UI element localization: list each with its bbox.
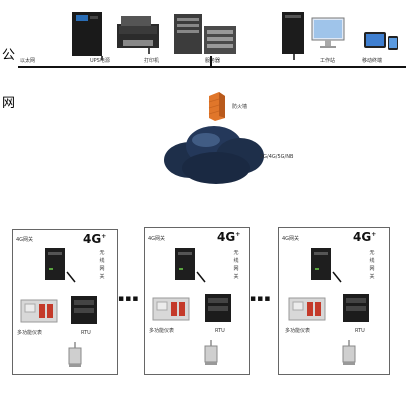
site1-4g-label: 4G+ xyxy=(83,232,107,246)
site2-meter-icon xyxy=(152,297,190,321)
site-box-2: 4G网关 4G+ 无 线 网 关 多功能仪表 RTU xyxy=(144,227,250,375)
site-box-1: 4G网关 4G+ 无 线 网 关 多功能仪表 RTU xyxy=(12,229,118,375)
site3-vertical-3: 网 xyxy=(369,266,375,272)
site3-sensor-icon xyxy=(342,340,356,365)
site2-rtu-label: RTU xyxy=(215,328,225,334)
site2-4g-label: 4G+ xyxy=(217,230,241,244)
site1-gateway-label: 4G网关 xyxy=(16,237,34,243)
site1-meter-label: 多功能仪表 xyxy=(17,330,43,336)
cloud-icon xyxy=(164,126,264,184)
site3-4g-label: 4G+ xyxy=(353,230,377,244)
site2-sensor-icon xyxy=(204,340,218,365)
server-device xyxy=(172,12,238,58)
ellipsis-2: ▪▪▪ xyxy=(250,294,272,304)
ups-label: UPS电源 xyxy=(90,58,110,64)
mobile-terminal-label: 移动终端 xyxy=(362,58,383,64)
ethernet-bus xyxy=(18,66,406,68)
mobile-terminal-icon xyxy=(364,32,398,50)
site3-rtu-label: RTU xyxy=(355,328,365,334)
cloud-label: 2G/4G/5G/NB xyxy=(260,154,294,160)
firewall-label: 防火墙 xyxy=(232,104,248,110)
site1-vertical-3: 网 xyxy=(99,266,105,272)
site2-rtu-icon xyxy=(205,294,231,322)
server-drop xyxy=(210,56,212,66)
site3-gateway-icon xyxy=(311,248,342,283)
site3-meter-label: 多功能仪表 xyxy=(285,328,311,334)
site3-vertical-4: 关 xyxy=(369,274,375,280)
site1-vertical-1: 无 xyxy=(99,250,105,256)
workstation-label: 工作站 xyxy=(320,58,336,64)
site1-vertical-2: 线 xyxy=(99,258,105,264)
server-icon xyxy=(174,14,236,54)
site2-vertical-2: 线 xyxy=(233,258,239,264)
site1-4g-text: 4G xyxy=(83,232,102,246)
site2-vertical-4: 关 xyxy=(233,274,239,280)
printer-icon xyxy=(117,16,159,66)
site3-vertical-2: 线 xyxy=(369,258,375,264)
ups-icon xyxy=(72,12,103,66)
firewall-device xyxy=(206,90,228,122)
workstation-device xyxy=(280,10,350,66)
workstation-icon xyxy=(282,12,345,66)
firewall-icon xyxy=(208,92,225,121)
site2-gateway-icon xyxy=(175,248,206,283)
site2-4g-text: 4G xyxy=(217,230,236,244)
ethernet-label: 以太网 xyxy=(20,58,36,64)
side-label-bottom: 网 xyxy=(2,96,16,111)
site1-rtu-label: RTU xyxy=(81,330,91,336)
mobile-terminal-device xyxy=(362,30,402,52)
site2-vertical-1: 无 xyxy=(233,250,239,256)
site1-vertical-4: 关 xyxy=(99,274,105,280)
site1-meter-icon xyxy=(20,299,58,323)
site3-vertical-1: 无 xyxy=(369,250,375,256)
printer-label: 打印机 xyxy=(144,58,160,64)
ups-device xyxy=(68,10,108,66)
cloud-network xyxy=(160,120,268,188)
server-label: 服务器 xyxy=(205,58,221,64)
site2-meter-label: 多功能仪表 xyxy=(149,328,175,334)
site2-vertical-3: 网 xyxy=(233,266,239,272)
site3-4g-text: 4G xyxy=(353,230,372,244)
side-label-top: 公 xyxy=(2,48,16,63)
site-box-3: 4G网关 4G+ 无 线 网 关 多功能仪表 RTU xyxy=(278,227,390,375)
site1-rtu-icon xyxy=(71,296,97,324)
ellipsis-1: ▪▪▪ xyxy=(118,294,140,304)
printer-device xyxy=(115,14,161,66)
site3-meter-icon xyxy=(288,297,326,321)
site3-rtu-icon xyxy=(343,294,369,322)
site1-gateway-icon xyxy=(45,248,76,283)
site2-gateway-label: 4G网关 xyxy=(148,236,166,242)
site1-sensor-icon xyxy=(68,342,82,367)
site3-gateway-label: 4G网关 xyxy=(282,236,300,242)
